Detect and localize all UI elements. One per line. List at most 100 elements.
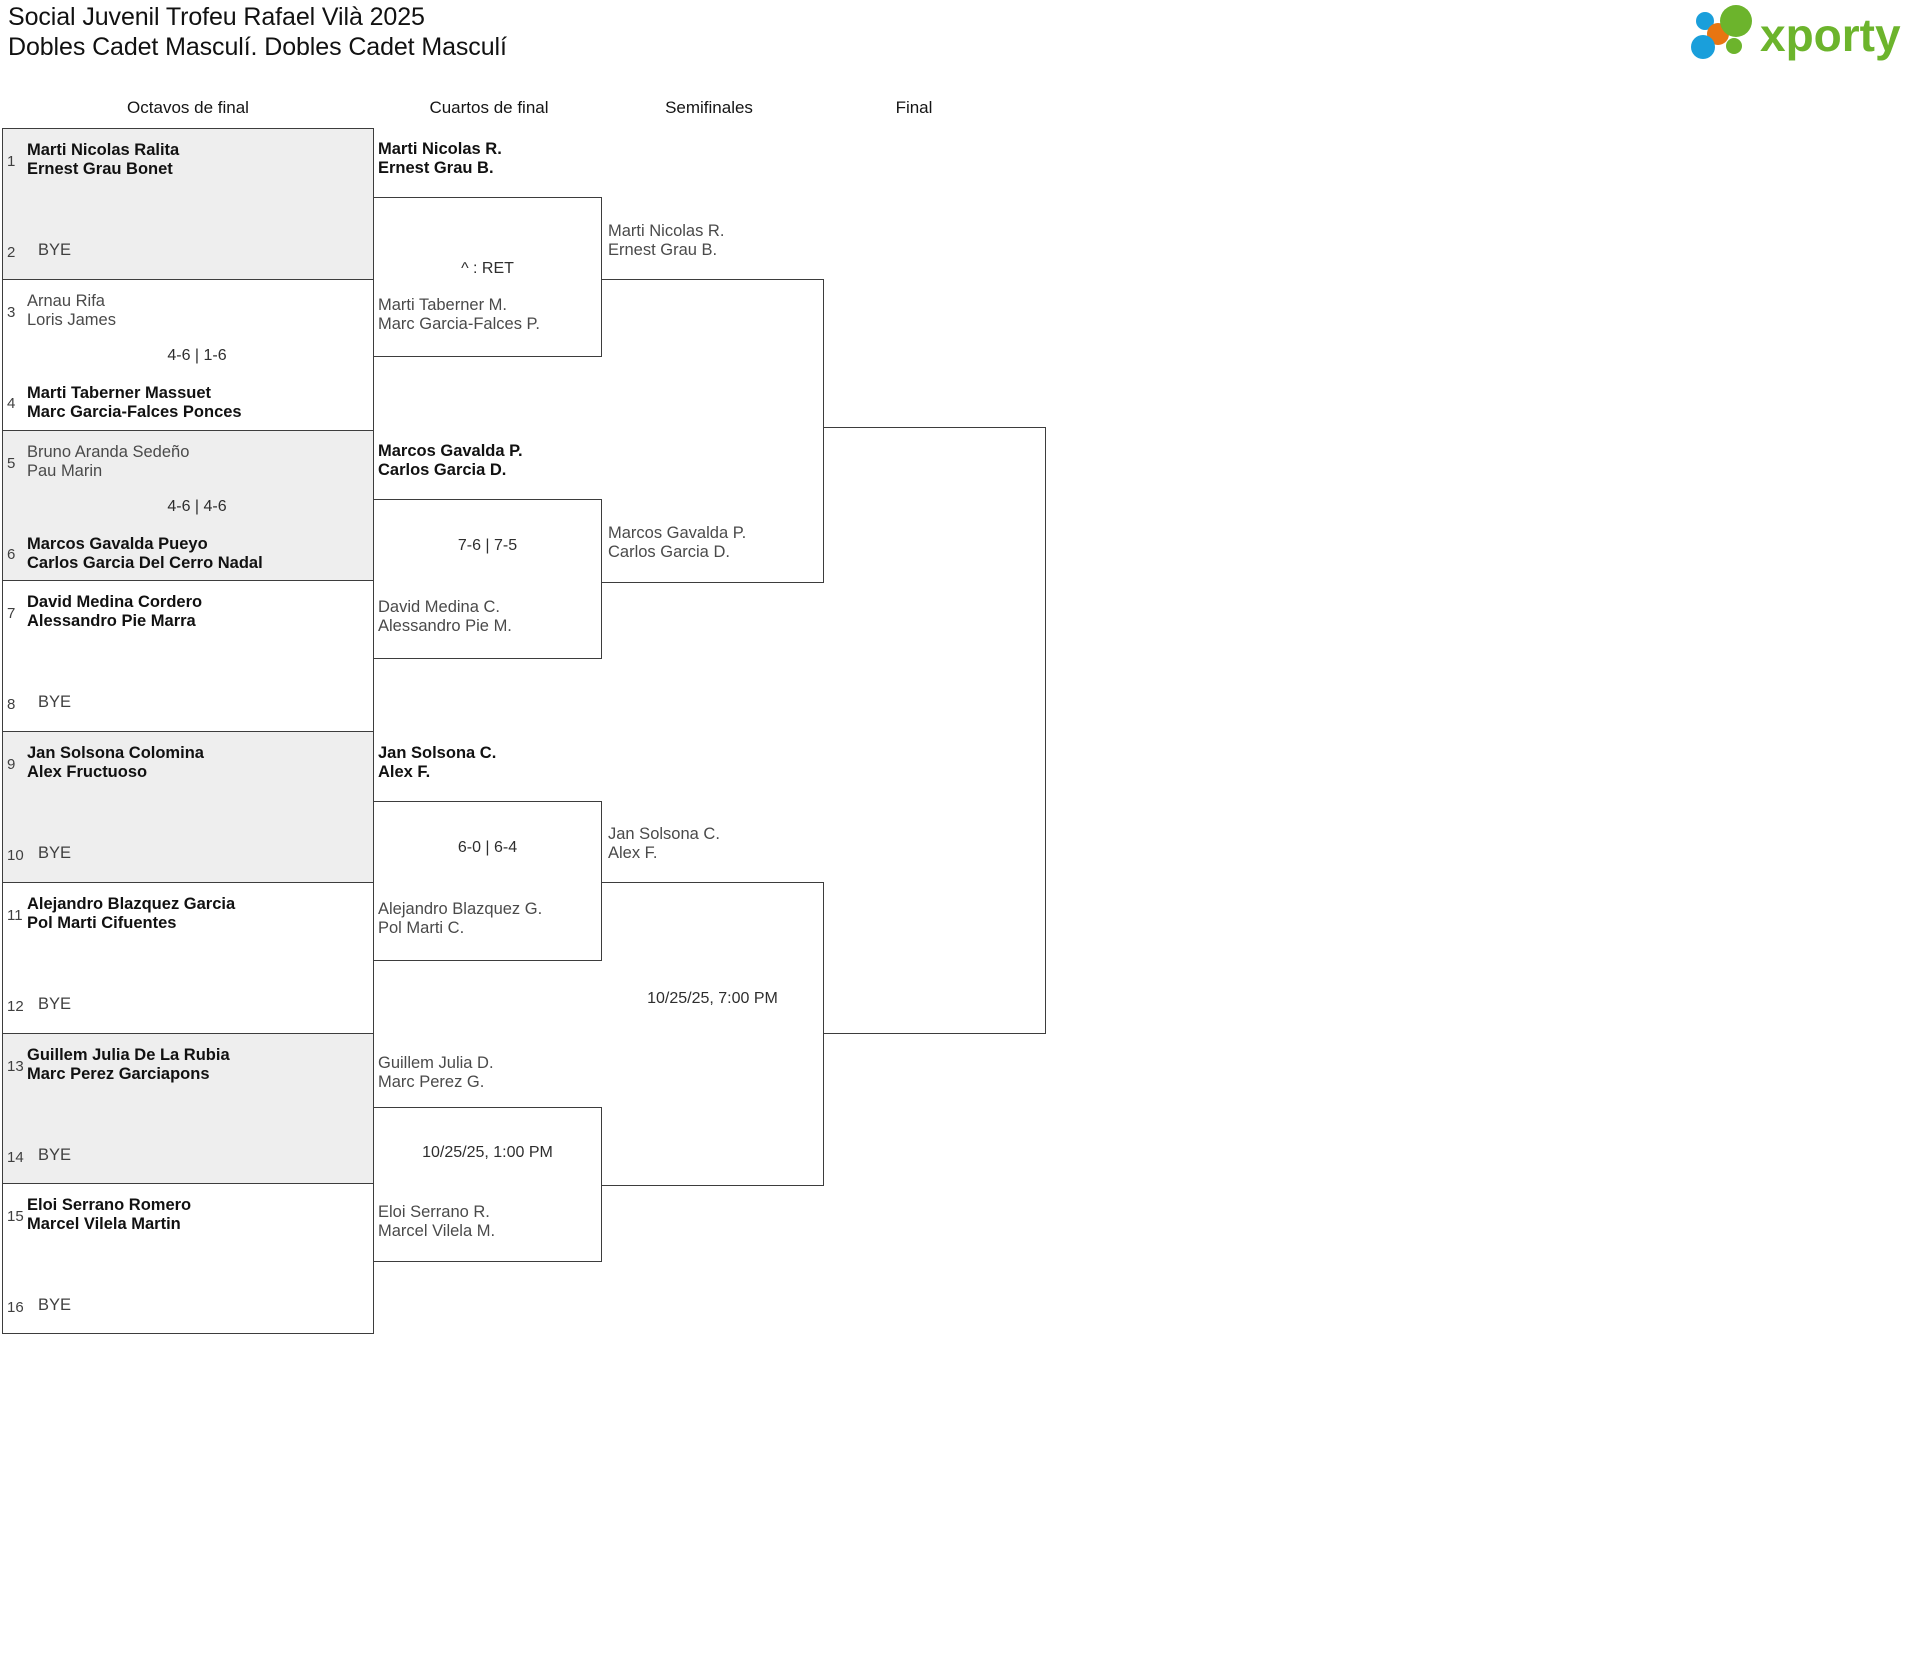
player-names-top: Alejandro Blazquez Garcia Pol Marti Cifu… (27, 895, 367, 933)
player-names-top: David Medina Cordero Alessandro Pie Marr… (27, 593, 367, 631)
player-names-top: Eloi Serrano Romero Marcel Vilela Martin (27, 1196, 367, 1234)
player-name: Marc Perez Garciapons (27, 1064, 210, 1083)
match-sf-1[interactable] (602, 279, 824, 583)
player-name: Arnau Rifa (27, 291, 105, 310)
match-r16-4[interactable]: 7 David Medina Cordero Alessandro Pie Ma… (3, 581, 373, 732)
seed-number: 11 (7, 906, 23, 924)
player-name: Ernest Grau B. (608, 241, 718, 259)
player-name: Alessandro Pie Marra (27, 612, 196, 631)
player-names-top: Arnau Rifa Loris James (27, 292, 367, 330)
seed-number: 5 (7, 454, 16, 472)
sf-1-top-names: Marti Nicolas R. Ernest Grau B. (608, 222, 724, 260)
bye-label: BYE (38, 1145, 72, 1164)
match-qf-2[interactable]: 7-6 | 7-5 (374, 499, 602, 659)
match-r16-6[interactable]: 11 Alejandro Blazquez Garcia Pol Marti C… (3, 883, 373, 1034)
match-qf-1[interactable]: ^ : RET (374, 197, 602, 357)
logo-dot-green-large (1720, 5, 1752, 37)
player-name: Ernest Grau B. (378, 159, 494, 177)
match-r16-8[interactable]: 15 Eloi Serrano Romero Marcel Vilela Mar… (3, 1184, 373, 1335)
player-name: Marti Nicolas R. (608, 222, 725, 240)
match-r16-7[interactable]: 13 Guillem Julia De La Rubia Marc Perez … (3, 1033, 373, 1185)
seed-number: 6 (7, 545, 16, 563)
seed-number: 10 (7, 847, 24, 864)
sf-2-top-names: Jan Solsona C. Alex F. (608, 825, 720, 863)
seed-number: 15 (7, 1208, 24, 1226)
player-name: Marti Taberner Massuet (27, 383, 211, 402)
tournament-name: Social Juvenil Trofeu Rafael Vilà 2025 (8, 3, 425, 31)
qf-3-bottom-names: Alejandro Blazquez G. Pol Marti C. (378, 900, 542, 938)
sf-1-bottom-names: Marcos Gavalda P. Carlos Garcia D. (608, 524, 746, 562)
player-name: Marc Garcia-Falces Ponces (27, 402, 242, 421)
player-name: Eloi Serrano Romero (27, 1196, 192, 1215)
match-score: ^ : RET (461, 260, 514, 277)
player-name: Alex F. (378, 763, 431, 781)
player-name: Alejandro Blazquez Garcia (27, 894, 236, 913)
logo-dot-blue-small (1696, 12, 1714, 30)
player-names-bottom: Marcos Gavalda Pueyo Carlos Garcia Del C… (27, 535, 367, 573)
player-name: Bruno Aranda Sedeño (27, 442, 190, 461)
seed-number: 1 (7, 153, 16, 170)
round-header-r16: Octavos de final (127, 98, 249, 117)
player-name: Marcel Vilela Martin (27, 1215, 181, 1234)
player-name: Pau Marin (27, 461, 103, 480)
player-name: Guillem Julia D. (378, 1054, 494, 1072)
player-name: Alessandro Pie M. (378, 617, 512, 635)
player-name: Guillem Julia De La Rubia (27, 1045, 230, 1064)
round-header-qf: Cuartos de final (429, 98, 549, 117)
match-date: 10/25/25, 7:00 PM (647, 990, 778, 1007)
round-header-final: Final (895, 98, 933, 117)
round-16-column: 1 Marti Nicolas Ralita Ernest Grau Bonet… (2, 128, 374, 1334)
seed-number: 16 (7, 1299, 24, 1317)
player-name: Alejandro Blazquez G. (378, 900, 543, 918)
player-name: Loris James (27, 310, 116, 329)
qf-2-bottom-names: David Medina C. Alessandro Pie M. (378, 598, 512, 636)
seed-number: 7 (7, 605, 16, 623)
match-sf-2[interactable]: 10/25/25, 7:00 PM (602, 882, 824, 1186)
match-r16-3[interactable]: 5 Bruno Aranda Sedeño Pau Marin 6 Marcos… (3, 430, 373, 582)
bye-label: BYE (38, 1296, 72, 1315)
player-name: Marcos Gavalda Pueyo (27, 534, 208, 553)
round-header-sf: Semifinales (665, 98, 753, 117)
bye-label: BYE (38, 844, 72, 862)
bye-label: BYE (38, 241, 72, 259)
xporty-logo: xporty (1672, 4, 1902, 62)
player-name: Pol Marti Cifuentes (27, 913, 177, 932)
player-name: Pol Marti C. (378, 919, 465, 937)
player-name: Carlos Garcia D. (608, 543, 730, 561)
player-names-top: Bruno Aranda Sedeño Pau Marin (27, 443, 367, 481)
match-score: 4-6 | 1-6 (167, 346, 227, 364)
match-r16-2[interactable]: 3 Arnau Rifa Loris James 4 Marti Taberne… (3, 280, 373, 431)
player-name: Carlos Garcia D. (378, 461, 507, 479)
player-name: Alex F. (608, 844, 658, 862)
player-name: Marc Perez G. (378, 1073, 485, 1091)
bye-label: BYE (38, 693, 72, 712)
player-names-top: Jan Solsona Colomina Alex Fructuoso (27, 744, 367, 782)
seed-number: 12 (7, 997, 24, 1015)
match-score: 4-6 | 4-6 (167, 497, 227, 515)
player-names-top: Guillem Julia De La Rubia Marc Perez Gar… (27, 1046, 367, 1084)
seed-number: 14 (7, 1148, 24, 1166)
qf-1-top-names: Marti Nicolas R. Ernest Grau B. (378, 140, 502, 178)
player-name: Marti Nicolas Ralita (27, 141, 180, 159)
player-name: Jan Solsona C. (378, 744, 497, 762)
match-qf-3[interactable]: 6-0 | 6-4 (374, 801, 602, 961)
seed-number: 3 (7, 303, 16, 321)
qf-4-top-names: Guillem Julia D. Marc Perez G. (378, 1054, 494, 1092)
tournament-category: Dobles Cadet Masculí. Dobles Cadet Mascu… (8, 33, 507, 61)
match-final[interactable] (824, 427, 1046, 1034)
player-name: Marti Nicolas R. (378, 140, 502, 158)
player-name: Marti Taberner M. (378, 296, 507, 314)
player-name: Eloi Serrano R. (378, 1203, 490, 1221)
match-r16-5[interactable]: 9 Jan Solsona Colomina Alex Fructuoso 10… (3, 732, 373, 883)
qf-1-bottom-names: Marti Taberner M. Marc Garcia-Falces P. (378, 296, 540, 334)
player-names-bottom: Marti Taberner Massuet Marc Garcia-Falce… (27, 384, 367, 422)
player-name: Marcel Vilela M. (378, 1222, 496, 1240)
logo-dot-blue-large (1691, 35, 1715, 59)
qf-3-top-names: Jan Solsona C. Alex F. (378, 744, 496, 782)
player-name: Marcos Gavalda P. (608, 524, 747, 542)
match-qf-4[interactable]: 10/25/25, 1:00 PM (374, 1107, 602, 1262)
match-r16-1[interactable]: 1 Marti Nicolas Ralita Ernest Grau Bonet… (3, 129, 373, 280)
player-name: David Medina Cordero (27, 593, 203, 612)
logo-dot-green-small (1726, 38, 1742, 54)
player-name: David Medina C. (378, 598, 500, 616)
